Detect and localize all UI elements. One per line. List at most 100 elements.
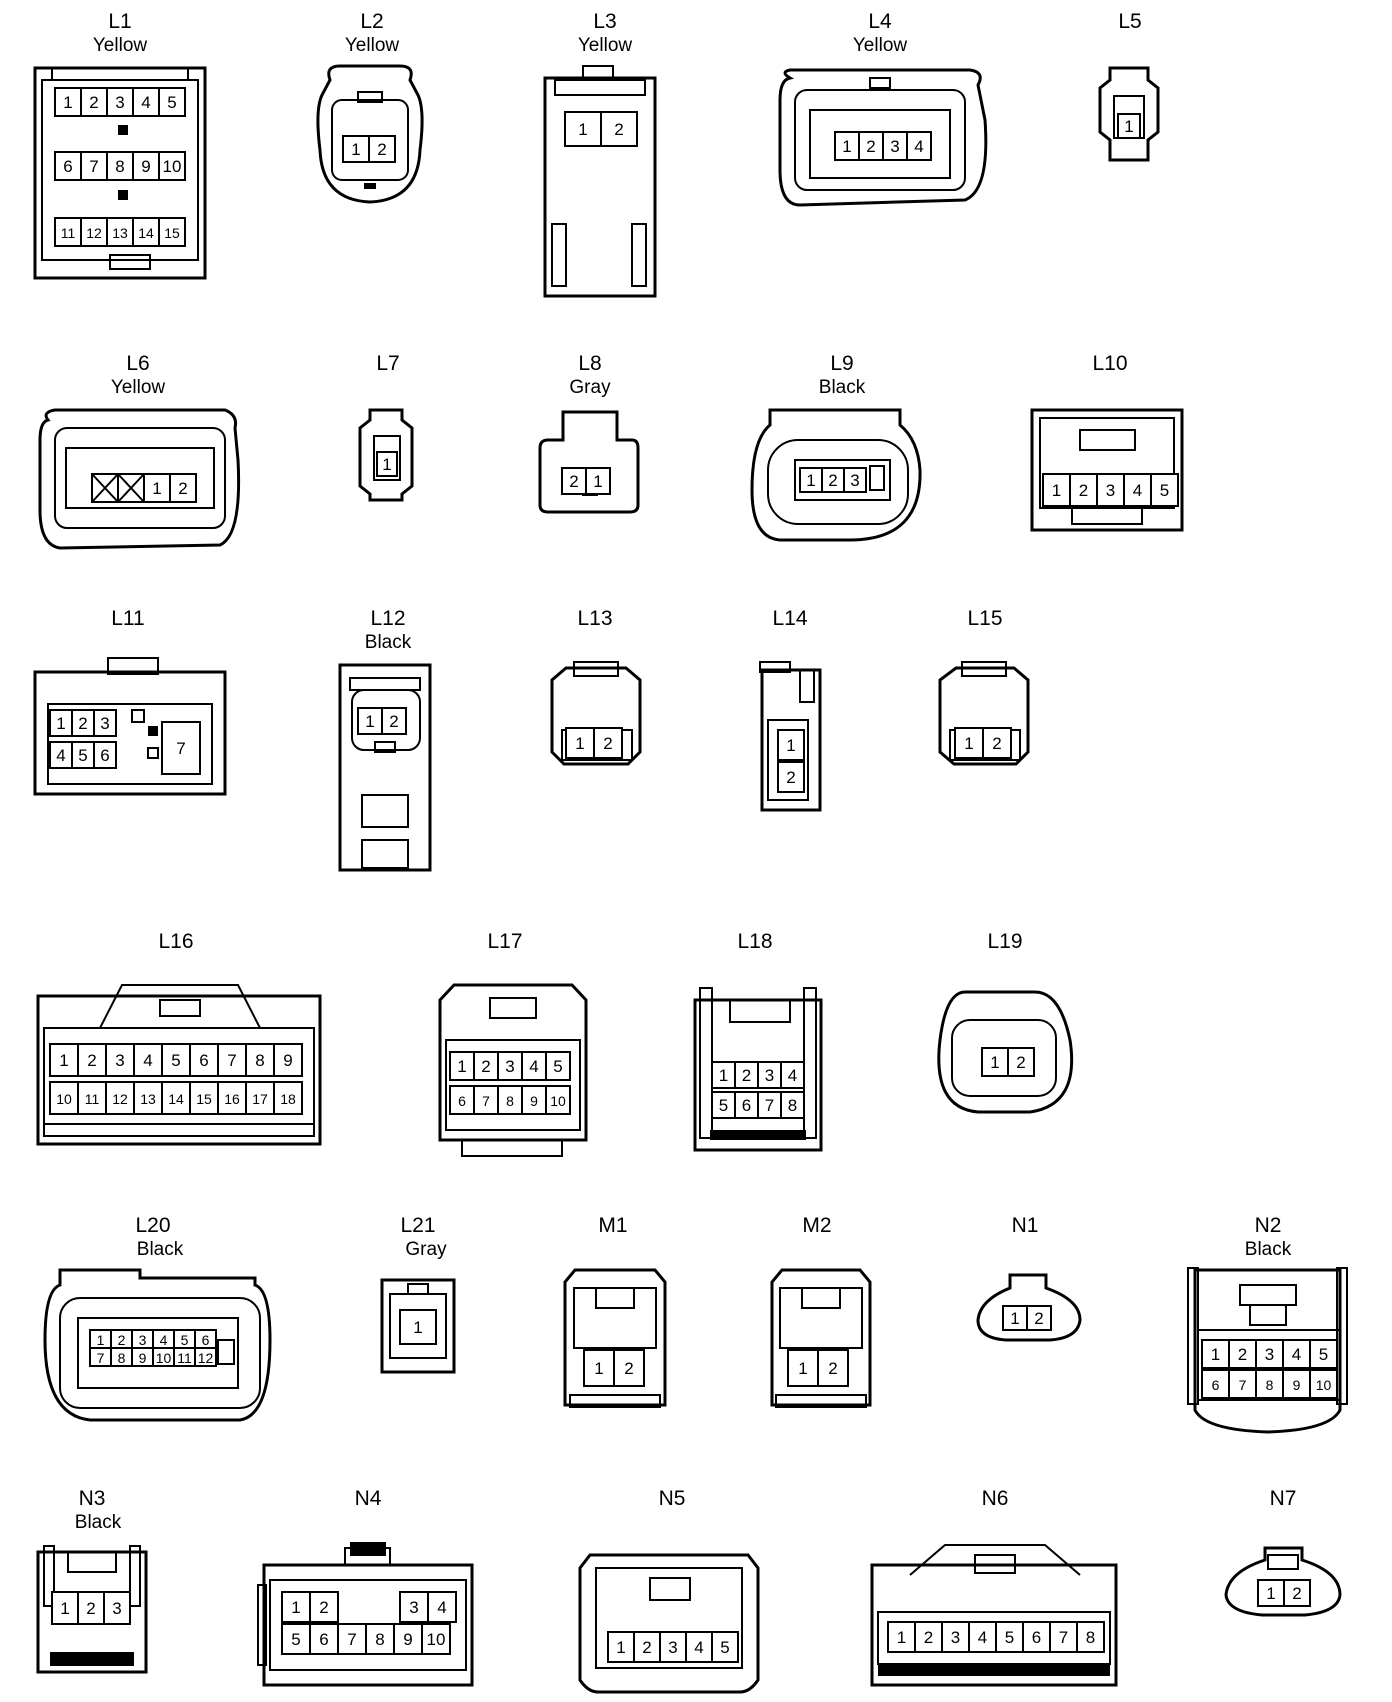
pin-cell: 2	[473, 1051, 499, 1081]
pin-cell: 5	[545, 1051, 571, 1081]
pin-cell: 6	[449, 1085, 475, 1115]
pin-cell: 8	[110, 1347, 133, 1367]
pin-cell: 2	[80, 87, 108, 117]
connector-label: L2	[360, 10, 383, 33]
pin-number: 5	[1319, 1345, 1328, 1364]
pin-cell: 1	[777, 729, 805, 761]
pin-number: 6	[63, 157, 72, 176]
pin-number: 4	[529, 1057, 538, 1076]
pin-number: 8	[255, 1051, 264, 1070]
pin-number: 3	[850, 471, 859, 490]
connector-label: L5	[1118, 10, 1141, 33]
connector-label: L11	[111, 607, 144, 630]
pin-cell: 12	[105, 1081, 135, 1115]
pin-cell: 10	[1309, 1369, 1338, 1399]
pin-number: 2	[642, 1638, 651, 1657]
pin-cell: 8	[245, 1043, 275, 1077]
pin-cell: 16	[217, 1081, 247, 1115]
pin-number: 4	[978, 1628, 987, 1647]
pin-number: 9	[139, 1350, 147, 1366]
pin-number: 3	[765, 1066, 774, 1085]
pin-number: 1	[63, 93, 72, 112]
pin-cell: 7	[161, 721, 201, 775]
pin-cell: 7	[1049, 1621, 1078, 1653]
pin-cell: 9	[521, 1085, 547, 1115]
connector-color: Yellow	[578, 35, 633, 56]
pin-cell: 5	[161, 1043, 191, 1077]
pin-cell: 4	[132, 87, 160, 117]
pin-cell: 1	[585, 467, 611, 495]
pin-cell: 1	[981, 1047, 1009, 1077]
pin-cell: 13	[106, 217, 134, 247]
pin-number: 2	[569, 472, 578, 491]
pin-cell: 2	[309, 1591, 339, 1623]
pin-number: 3	[115, 1051, 124, 1070]
pin-cell: 2	[1069, 473, 1098, 507]
pin-cell: 2	[858, 131, 884, 161]
connector-label: N4	[355, 1487, 382, 1510]
pin-number: 9	[1293, 1377, 1301, 1393]
pin-cell: 7	[337, 1623, 367, 1655]
pin-number: 5	[719, 1096, 728, 1115]
pin-number: 1	[56, 714, 65, 733]
pin-cell: 5	[1150, 473, 1179, 507]
pin-cell: 2	[817, 1349, 849, 1387]
pin-number: 2	[89, 93, 98, 112]
pin-cell: 5	[71, 741, 95, 769]
connector-label: N7	[1270, 1487, 1297, 1510]
pin-cell: 11	[173, 1347, 196, 1367]
pin-cell: 4	[968, 1621, 997, 1653]
pin-cell: 1	[583, 1349, 615, 1387]
pin-number: 2	[828, 1359, 837, 1378]
pin-number: 10	[427, 1630, 446, 1649]
pin-cell: 8	[106, 151, 134, 181]
pin-cell: 1	[834, 131, 860, 161]
pin-cell: 7	[89, 1347, 112, 1367]
pin-number: 8	[375, 1630, 384, 1649]
pin-cell: 3	[843, 467, 867, 493]
pin-cell: 3	[1096, 473, 1125, 507]
pin-number: 2	[87, 1051, 96, 1070]
pin-number: 3	[890, 137, 899, 156]
pin-number: 2	[1016, 1053, 1025, 1072]
pin-number: 9	[403, 1630, 412, 1649]
connector-label: N2	[1255, 1214, 1282, 1237]
pin-cell: 12	[194, 1347, 217, 1367]
pin-cell: 8	[1076, 1621, 1105, 1653]
pin-number: 1	[60, 1599, 69, 1618]
pin-number: 13	[140, 1091, 156, 1107]
pin-number: 7	[227, 1051, 236, 1070]
connector-label: L20	[135, 1214, 170, 1237]
pin-cell: 1	[399, 1309, 437, 1345]
pin-cell: 5	[1309, 1339, 1338, 1369]
pin-cell: 1	[1201, 1339, 1230, 1369]
pin-cell: 1	[954, 727, 984, 759]
pin-cell: 3	[103, 1591, 131, 1625]
connector-color: Black	[1245, 1239, 1292, 1260]
pin-number: 4	[56, 746, 65, 765]
pin-cell: 2	[821, 467, 845, 493]
pin-number: 1	[365, 712, 374, 731]
pin-number: 10	[156, 1350, 172, 1366]
pin-number: 7	[482, 1093, 490, 1109]
pin-number: 1	[413, 1318, 422, 1337]
pin-cell: 1	[1042, 473, 1071, 507]
pin-number: 1	[457, 1057, 466, 1076]
pin-cell: 1	[49, 1043, 79, 1077]
pin-cell: 1	[787, 1349, 819, 1387]
pin-cell: 15	[189, 1081, 219, 1115]
pin-cell: 2	[777, 761, 805, 793]
pin-cell: 6	[1022, 1621, 1051, 1653]
pin-number: 7	[97, 1350, 105, 1366]
pin-cell: 2	[600, 111, 638, 147]
connector-color: Yellow	[345, 35, 400, 56]
